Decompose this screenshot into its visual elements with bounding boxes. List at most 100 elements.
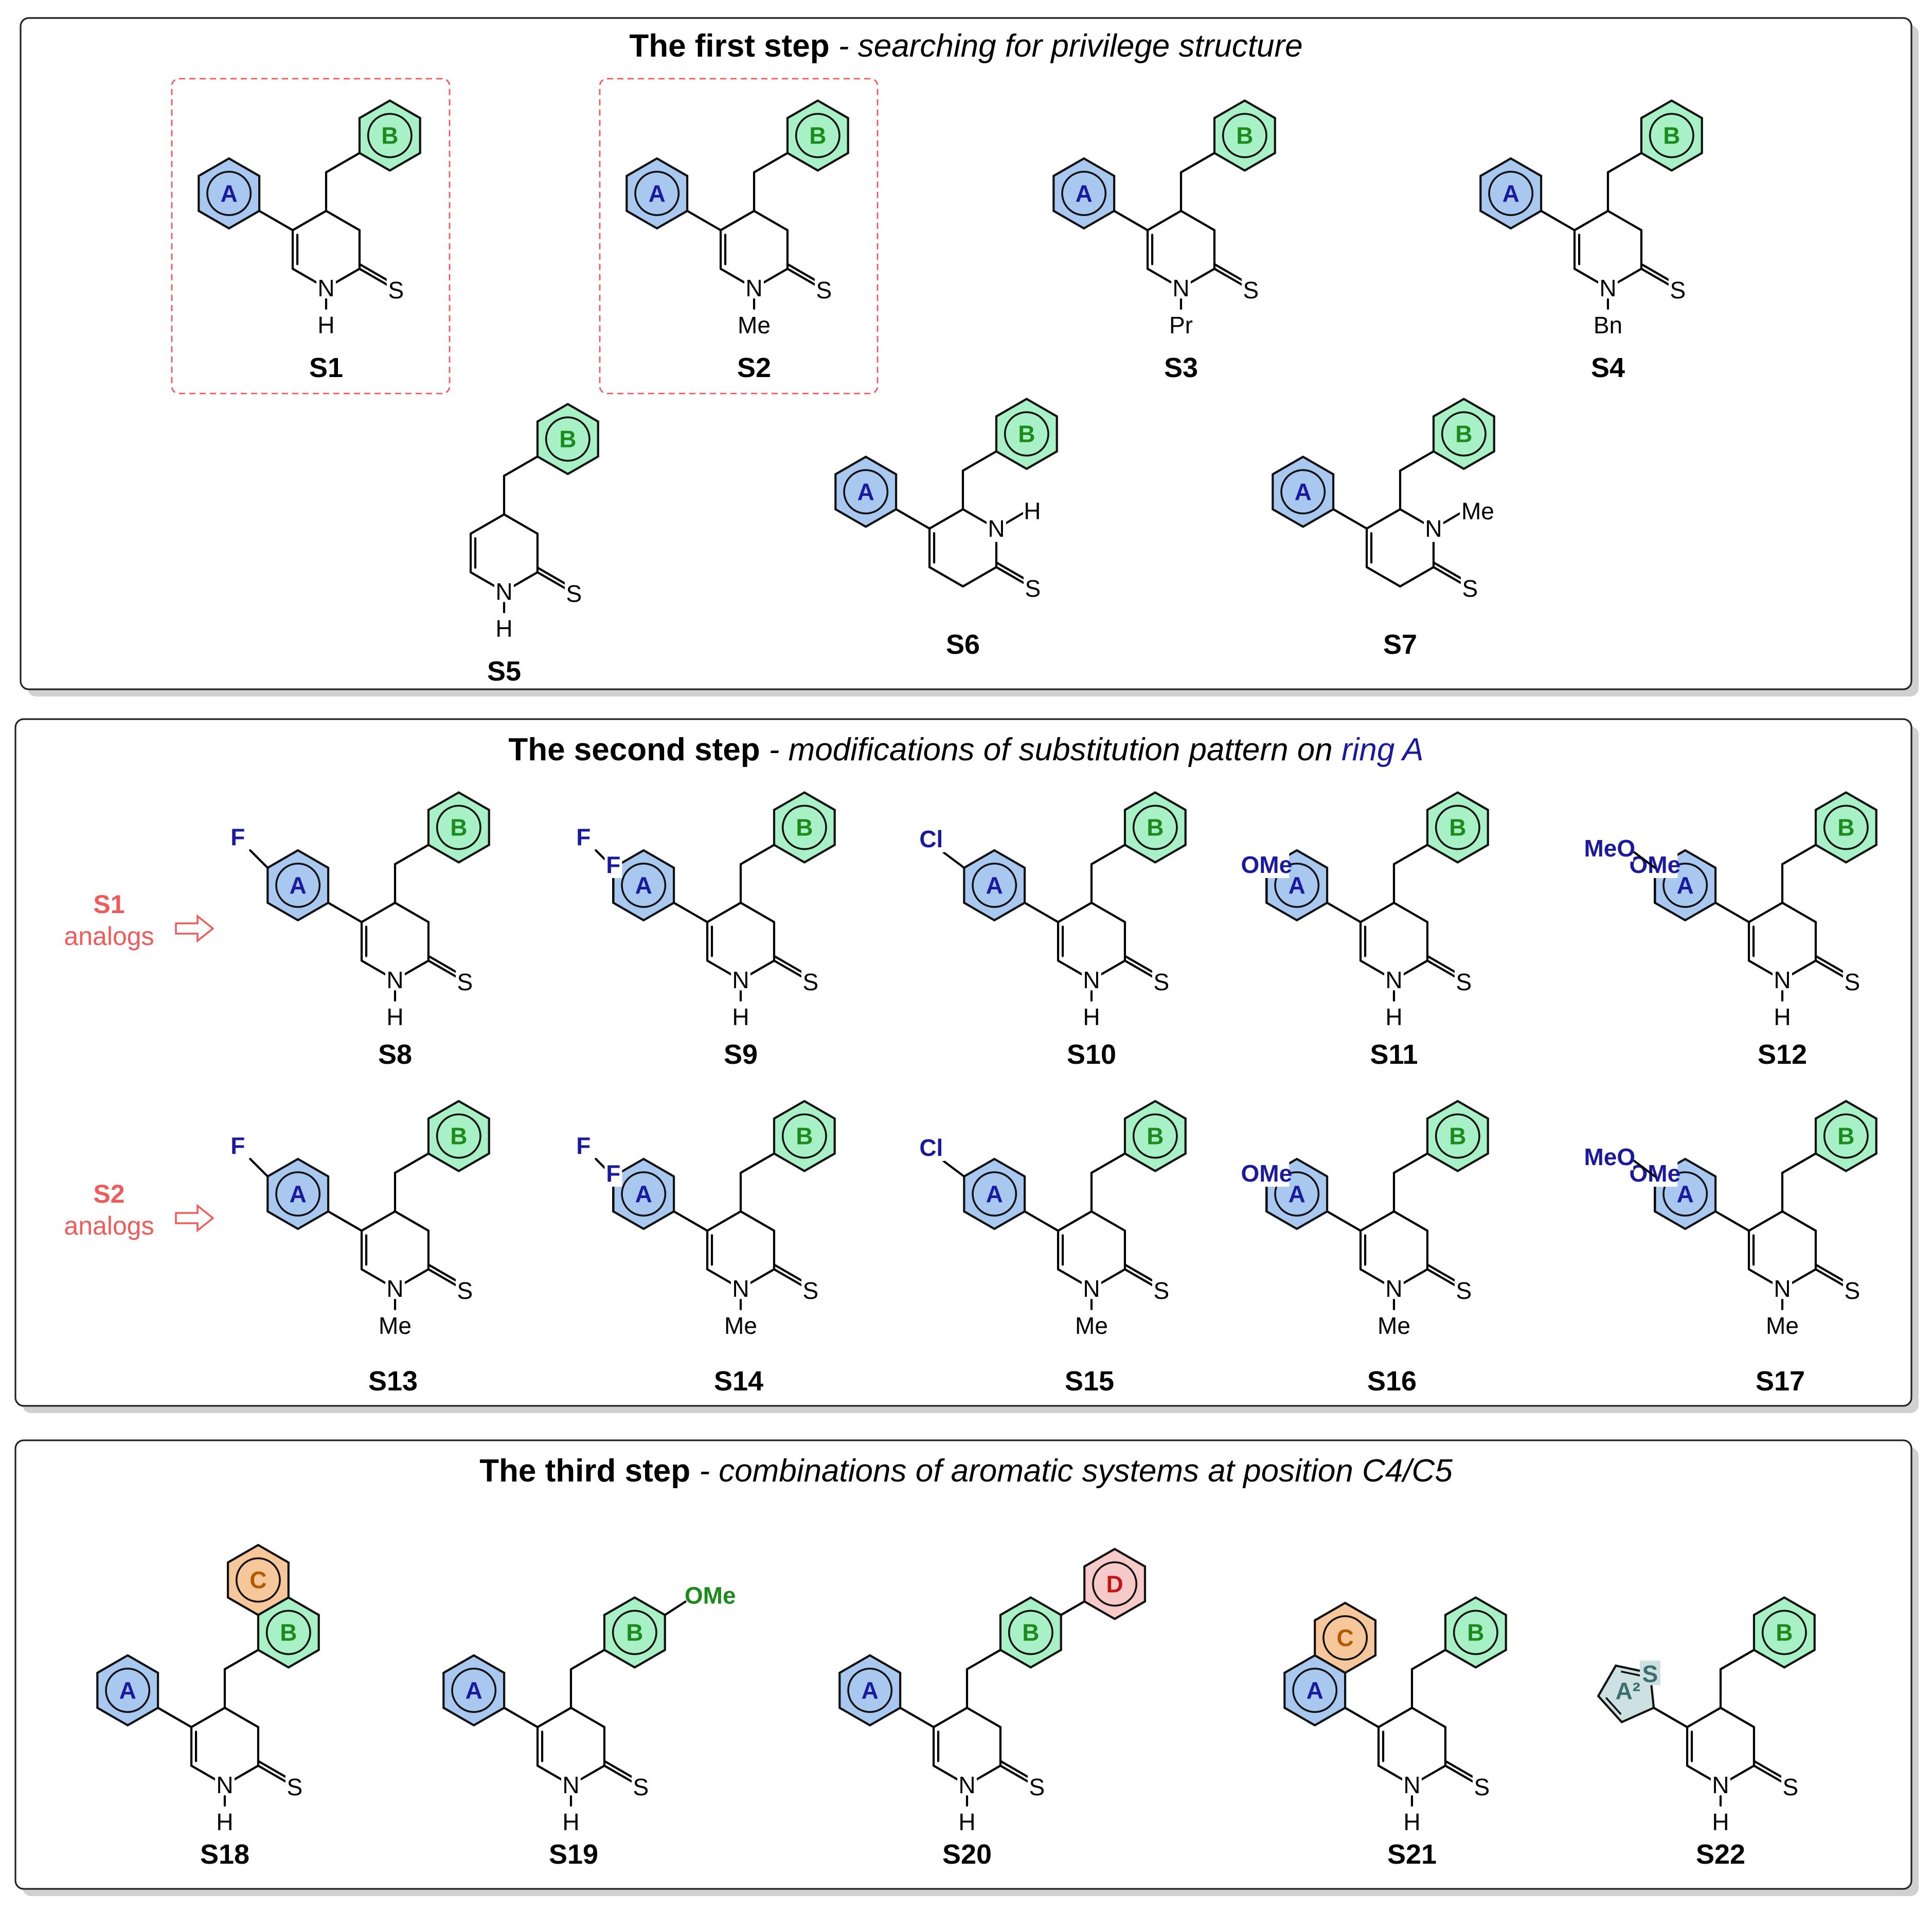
substituent-methoxy-para: MeO [1584,835,1635,862]
bond [1781,1210,1817,1232]
bond [965,1706,1002,1728]
bond [739,1210,776,1232]
compound-label: S3 [1164,352,1198,383]
ring-a-aromatic-circle [634,171,680,216]
ring-a [625,157,689,230]
n-substituent-h-bg [216,1809,234,1835]
ring-b-letter: B [1837,814,1854,841]
bond [1719,1706,1756,1728]
n-substituent-me-bg [1074,1312,1110,1339]
sulfur-atom: S [816,277,832,303]
panel-title-italic: - searching for privilege structure [830,28,1303,64]
bond [1090,1152,1126,1174]
bond [739,1152,776,1174]
n-substituent-me: Me [1461,498,1494,525]
n-substituent-h: H [495,615,512,642]
ring-a [442,1654,506,1727]
ring-a-aromatic-circle [847,1668,893,1713]
bond [1714,1210,1750,1232]
nitrogen-atom-bg [1384,1275,1404,1302]
sulfur-atom: S [457,969,473,995]
bond [1392,1152,1429,1174]
bond [156,1706,193,1728]
nitrogen-atom: N [562,1772,579,1798]
sulfur-atom-bg [1152,1277,1171,1304]
ring-b-letter: B [796,814,813,841]
sulfur-atom-bg [1027,1774,1046,1800]
sulfur-atom: S [1462,575,1478,602]
analog-parent-label: S2 [93,1180,124,1208]
ring-b-aromatic-circle [545,416,591,462]
nitrogen-atom-bg [1082,967,1101,993]
bond [1781,1152,1817,1174]
ring-a-aromatic-circle [1662,863,1708,908]
bond [961,566,998,588]
n-substituent-h: H [1385,1004,1402,1030]
substituent-fluoro-para-bg [575,824,593,850]
bond [1090,844,1126,866]
compound-label: S19 [549,1839,598,1870]
ring-b-aromatic-circle [1649,113,1694,158]
panel-title-bold: The first step [629,28,829,64]
nitrogen-atom: N [317,275,334,301]
sulfur-atom: S [1783,1774,1799,1800]
sulfur-atom: S [1029,1774,1045,1800]
bond [1332,508,1368,530]
bond [469,513,506,535]
bond [965,1649,1002,1671]
ring-b [1814,1100,1877,1172]
n-substituent-h-bg [958,1809,976,1835]
sulfur-atom: S [803,1277,819,1304]
compound-label: S13 [368,1366,418,1397]
sulfur-atom-bg [1241,277,1260,303]
nitrogen-atom: N [1385,1275,1402,1302]
ring-a [1052,157,1116,230]
sulfur-atom-bg [564,580,583,607]
compound-label: S4 [1591,352,1625,383]
panels-layer [14,17,1919,1896]
ring-d [1083,1547,1147,1620]
ring-thiophene-letter: A² [1616,1677,1641,1704]
ring-a-letter: A [290,1181,307,1207]
compound-label: S7 [1383,629,1417,660]
ring-b-aromatic-circle [1008,1610,1053,1655]
ring-b [536,403,599,475]
sulfur-atom: S [1243,277,1259,303]
bond [1410,1706,1447,1728]
sulfur-atom-bg [1781,1774,1800,1800]
sulfur-atom-bg [1152,969,1171,995]
ring-a-letter: A [649,180,666,207]
substituent-chloro-bg [918,826,945,852]
bond [686,209,722,231]
compound-label: S22 [1696,1839,1745,1870]
substituent-fluoro-meta-bg [604,1160,622,1187]
ring-d-aromatic-circle [1092,1561,1138,1607]
ring-a-letter: A [1502,180,1519,207]
ring-c-letter: C [249,1567,266,1594]
highlight-box-s1 [171,78,451,395]
sulfur-atom-bg [801,969,820,995]
bond [1004,512,1025,525]
bond [719,209,756,231]
nitrogen-atom-bg [1384,967,1404,993]
ring-a [834,455,898,528]
ring-a-aromatic-circle [1274,863,1320,908]
bond [1573,209,1609,231]
compound-label: S1 [309,352,343,383]
nitrogen-atom-bg [1773,967,1792,993]
ring-a-letter: A [862,1677,879,1704]
bond [942,1159,965,1178]
ring-a-aromatic-circle [275,863,321,908]
ring-b [1444,1596,1507,1669]
n-substituent-h-bg [1773,1004,1792,1030]
ring-a-aromatic-circle [843,469,889,514]
bond [928,508,964,530]
n-substituent-me-bg [377,1312,413,1339]
nitrogen-atom: N [1774,967,1791,993]
ring-a-letter: A [857,478,874,505]
ring-b-letter: B [796,1123,813,1150]
bond [1714,901,1750,923]
